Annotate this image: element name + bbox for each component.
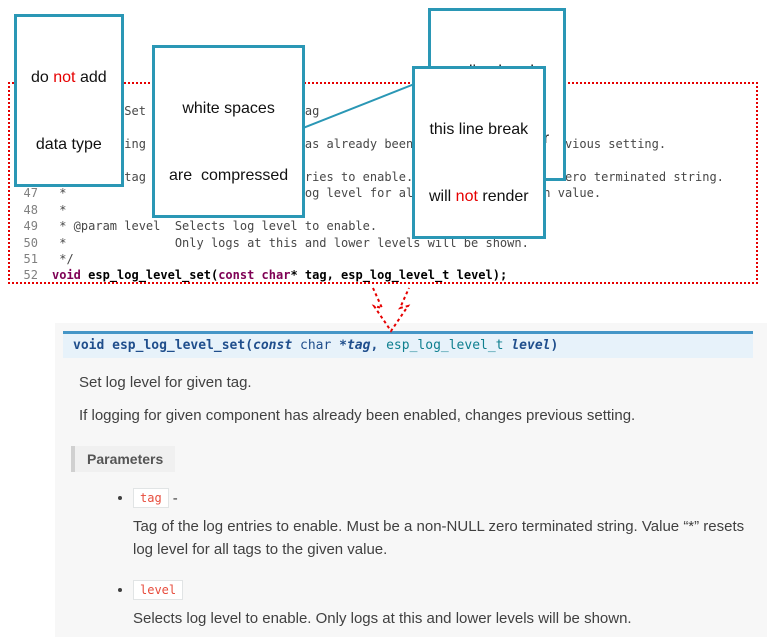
code-line: 51 */ [14,251,756,267]
brief-description: Set log level for given tag. [79,374,252,391]
code-line: 44 * If logging for given component has … [14,136,756,152]
callout-line: this line break [429,120,529,138]
code-line: 43 * [14,120,756,136]
list-item: level Selects log level to enable. Only … [133,579,767,630]
callout-whitespace: white spaces are compressed [152,45,306,218]
callout-line: are compressed [169,166,289,184]
code-line: 46 * @param tag Tag of the log entries t… [14,169,756,185]
callout-line: white spaces [182,99,275,117]
rendered-doc-panel: void esp_log_level_set(const char *tag, … [55,323,767,637]
param-description: Tag of the log entries to enable. Must b… [133,518,745,559]
parameters-list: tag - Tag of the log entries to enable. … [55,488,767,630]
code-line: 48 * [14,202,756,218]
function-signature: void esp_log_level_set(const char *tag, … [63,331,753,358]
callout-line: do not add [31,68,107,86]
code-line: 41⊖/** [14,87,756,103]
code-line: 47 * Value "*" resets log level for all … [14,185,756,201]
list-item: tag - Tag of the log entries to enable. … [133,488,767,562]
line-number: 48 [23,202,38,217]
param-name-tag: tag [133,488,169,508]
code-line: 49 * @param level Selects log level to e… [14,218,756,234]
parameters-header: Parameters [71,446,176,472]
callout-line: data type [35,135,102,153]
line-number: 51 [23,252,38,267]
param-name-level: level [133,579,184,600]
line-number: 49 [23,219,38,234]
param-dash: - [172,489,178,507]
code-line: 42 * @brief Set log level for given tag [14,103,756,119]
callout-no-datatype: do not add data type [14,14,124,187]
code-line: 50 * Only logs at this and lower levels … [14,235,756,251]
line-number: 52 [23,268,38,283]
line-number: 50 [23,235,38,250]
param-description: Selects log level to enable. Only logs a… [133,609,632,627]
code-line: 45 * [14,153,756,169]
callout-break-norender: this line break will not render [412,66,546,239]
callout-line: will not render [429,187,529,205]
line-number: 47 [23,186,38,201]
detailed-description: If logging for given component has alrea… [79,407,636,424]
